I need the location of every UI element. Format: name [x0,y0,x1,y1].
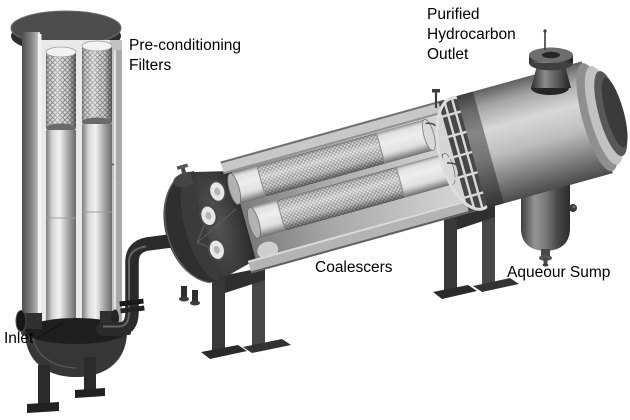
filter-cartridge [45,46,77,334]
purified-outlet-nozzle [529,29,573,95]
label-coalescers: Coalescers [315,259,393,276]
vessel-support-rear [433,203,519,299]
sump-side-fitting [569,204,577,212]
head-drain-nozzles [179,286,200,306]
label-purified-hydrocarbon-outlet: Purified Hydrocarbon Outlet [427,6,516,63]
sump-body [521,180,570,251]
label-inlet: Inlet [4,330,34,347]
vessel-support-front [201,267,291,359]
sump-drain-nozzle [541,249,550,257]
coalescer-vessel [163,61,628,284]
preconditioning-filter-vessel [10,10,131,413]
support-foot [243,339,291,353]
inlet-leader-line [36,322,64,339]
support-foot [201,345,247,359]
filter-vessel-shell [22,32,40,332]
label-aqueous-sump: Aqueour Sump [507,264,611,281]
interconnecting-pipe [96,234,177,336]
head-vent-bolt [180,166,188,178]
coalescer-cartridge [247,153,460,239]
coalescer-cartridge [227,119,439,205]
pipe-flange-joint [119,298,145,314]
support-foot [473,278,519,292]
inlet-nozzle [15,310,42,332]
filter-cartridge [81,40,119,328]
coalescer-shell [456,61,613,208]
coalescer-end-flange [576,63,628,172]
filter-vessel-legs [27,357,105,413]
coalescer-shell-cutaway [220,99,477,274]
coalescer-inlet-head [163,163,256,284]
label-preconditioning-filters: Pre-conditioning Filters [129,37,242,74]
support-foot [433,285,477,299]
